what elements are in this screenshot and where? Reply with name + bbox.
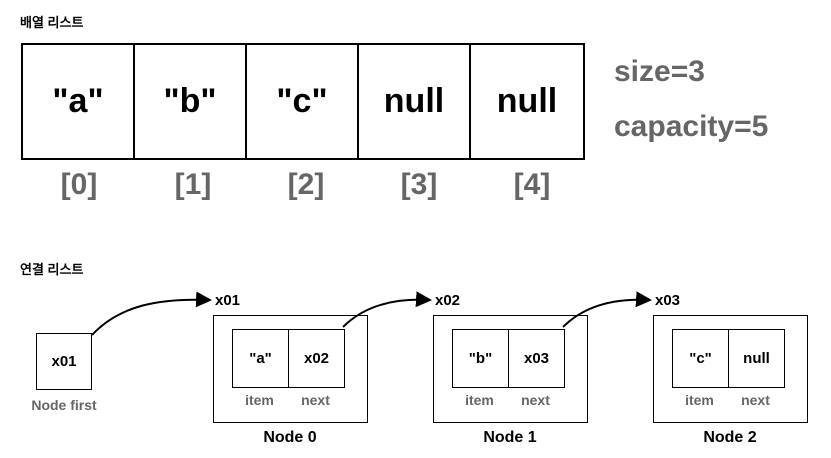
node-box — [653, 315, 808, 423]
node1-to-node2-arrow — [562, 291, 652, 328]
array-index: [2] — [287, 168, 325, 201]
array-cell: null — [359, 45, 471, 158]
size-label: size=3 — [614, 55, 705, 88]
node-item-field: "c" — [673, 330, 729, 387]
node-address: x01 — [215, 292, 241, 309]
item-label: item — [685, 392, 714, 408]
node-fields: "b" x03 — [452, 329, 565, 388]
item-label: item — [245, 392, 274, 408]
node-next-field: x03 — [523, 350, 550, 367]
first-to-node0-arrow — [91, 291, 212, 336]
node-next-field: x02 — [303, 350, 330, 367]
node-item-field: "a" — [233, 330, 289, 387]
next-label: next — [301, 392, 330, 408]
node-box — [433, 315, 588, 423]
node-next-field: null — [743, 350, 770, 367]
next-label: next — [521, 392, 550, 408]
first-node-box: x01 — [36, 333, 92, 390]
array-cell: "b" — [135, 45, 247, 158]
node-name: Node 0 — [263, 429, 317, 446]
node-address: x02 — [435, 292, 461, 309]
array-cell: "a" — [23, 45, 135, 158]
array-list-title: 배열 리스트 — [20, 15, 84, 30]
linked-list-title: 연결 리스트 — [20, 262, 84, 277]
next-label: next — [741, 392, 770, 408]
array-cell: "c" — [247, 45, 359, 158]
array-index: [4] — [513, 168, 551, 201]
node-name: Node 2 — [703, 429, 757, 446]
node-address: x03 — [655, 292, 681, 309]
node-item-field: "b" — [453, 330, 509, 387]
array-container: "a" "b" "c" null null — [21, 43, 585, 160]
array-cell: null — [496, 82, 558, 120]
capacity-label: capacity=5 — [614, 110, 769, 143]
array-index: [3] — [400, 168, 438, 201]
array-index: [1] — [174, 168, 212, 201]
first-node-value: x01 — [51, 353, 77, 370]
first-node-label: Node first — [31, 397, 97, 413]
node-box — [213, 315, 368, 423]
item-label: item — [465, 392, 494, 408]
node-fields: "a" x02 — [232, 329, 345, 388]
array-index: [0] — [60, 168, 98, 201]
node0-to-node1-arrow — [342, 291, 432, 328]
node-fields: "c" null — [672, 329, 785, 388]
node-name: Node 1 — [483, 429, 537, 446]
